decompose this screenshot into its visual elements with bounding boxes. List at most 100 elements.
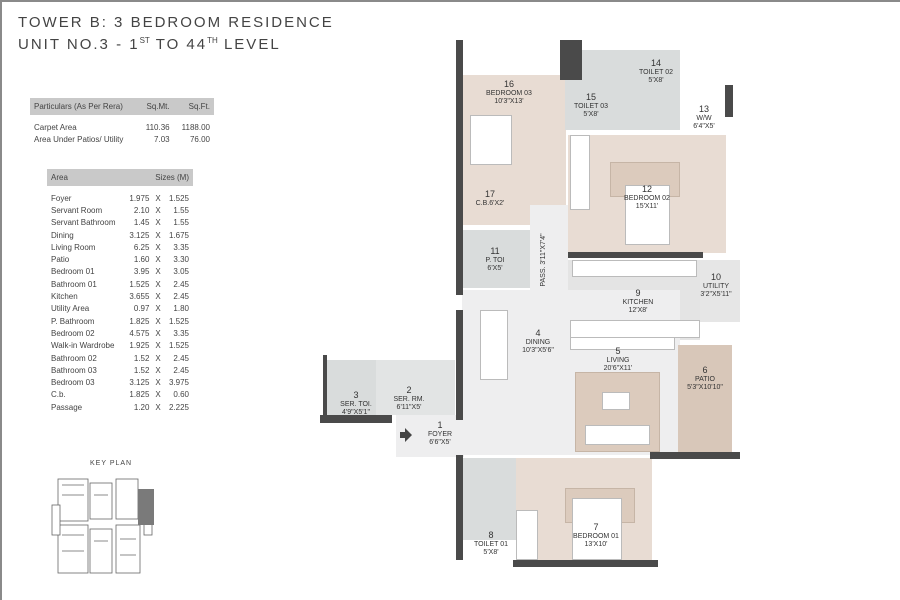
size-separator: X xyxy=(155,353,161,363)
wall xyxy=(320,415,392,423)
label-passage: PASS. 3'11"X7'4" xyxy=(540,233,547,287)
area-name: Patio xyxy=(51,255,70,265)
room-size: 12'X8' xyxy=(628,307,648,314)
key-plan xyxy=(51,478,154,574)
kitchen-hob-counter xyxy=(572,260,697,277)
room-number: 10 xyxy=(710,272,722,282)
room-number: 5 xyxy=(615,346,621,356)
size-separator: X xyxy=(155,402,161,412)
wall xyxy=(650,452,740,459)
cell: 1188.00 xyxy=(181,122,210,132)
size-length: 1.55 xyxy=(173,205,189,215)
t: ST xyxy=(139,36,150,45)
size-width: 1.825 xyxy=(129,390,150,400)
size-length: 0.60 xyxy=(173,390,189,400)
size-length: 3.30 xyxy=(173,255,189,265)
size-separator: X xyxy=(155,267,161,277)
room-size: 5'X8' xyxy=(648,77,664,84)
room-number: 4 xyxy=(535,328,541,338)
size-length: 3.975 xyxy=(168,378,189,388)
room-passage xyxy=(530,205,568,295)
wall xyxy=(560,40,582,80)
size-width: 1.975 xyxy=(129,193,150,203)
cell: Carpet Area xyxy=(34,122,77,132)
room-size: 3'2"X5'11" xyxy=(700,291,732,298)
size-width: 3.95 xyxy=(133,267,150,277)
size-separator: X xyxy=(155,279,161,289)
t: TH xyxy=(207,36,218,45)
dining-table xyxy=(480,310,508,380)
size-separator: X xyxy=(155,316,161,326)
area-name: Bedroom 03 xyxy=(51,378,95,388)
room-number: 6 xyxy=(702,365,708,375)
size-separator: X xyxy=(155,378,161,388)
room-patio xyxy=(678,345,732,455)
size-separator: X xyxy=(155,230,161,240)
room-number: 15 xyxy=(585,92,597,102)
room-number: 12 xyxy=(641,184,652,194)
room-p-toilet xyxy=(462,230,530,288)
title-line-1: TOWER B: 3 BEDROOM RESIDENCE xyxy=(18,14,334,31)
bed-bedroom-02 xyxy=(625,185,670,245)
room-name: C.B.6'X2' xyxy=(475,200,505,207)
size-width: 1.825 xyxy=(129,316,150,326)
size-length: 2.45 xyxy=(173,353,189,363)
room-size: 15'X11' xyxy=(635,203,659,210)
col-header: Sq.Mt. xyxy=(138,98,174,115)
size-width: 2.10 xyxy=(133,205,150,215)
room-number: 9 xyxy=(635,288,641,298)
room-toilet-02 xyxy=(620,50,680,130)
title-line-2: UNIT NO.3 - 1ST TO 44TH LEVEL xyxy=(18,32,334,54)
wall xyxy=(513,560,658,567)
size-length: 2.45 xyxy=(173,279,189,289)
room-number: 1 xyxy=(437,420,443,430)
room-number: 13 xyxy=(698,104,710,114)
size-width: 1.52 xyxy=(133,353,150,363)
bed-bedroom-03 xyxy=(470,115,512,165)
room-number: 16 xyxy=(503,79,514,89)
area-name: P. Bathroom xyxy=(51,316,95,326)
size-length: 1.80 xyxy=(173,304,189,314)
wall xyxy=(456,455,463,560)
size-length: 3.35 xyxy=(173,328,189,338)
area-name: Bedroom 01 xyxy=(51,267,95,277)
t: LEVEL xyxy=(217,36,281,53)
area-name: Living Room xyxy=(51,242,96,252)
size-width: 4.575 xyxy=(129,328,150,338)
size-length: 3.05 xyxy=(173,267,189,277)
room-name: DINING xyxy=(525,339,551,346)
size-width: 6.25 xyxy=(133,242,150,252)
size-width: 1.60 xyxy=(133,255,150,265)
size-length: 1.675 xyxy=(168,230,189,240)
coffee-table xyxy=(602,392,630,410)
size-separator: X xyxy=(155,365,161,375)
room-size: 20'6"X11' xyxy=(603,365,633,372)
size-separator: X xyxy=(155,292,161,302)
size-width: 1.925 xyxy=(129,341,150,351)
table-row: Bedroom 01 3.95 X 3.05 xyxy=(47,266,193,278)
room-number: 11 xyxy=(490,246,500,256)
room-size: 10'3"X5'6" xyxy=(522,347,554,354)
area-name: Passage xyxy=(51,402,83,412)
